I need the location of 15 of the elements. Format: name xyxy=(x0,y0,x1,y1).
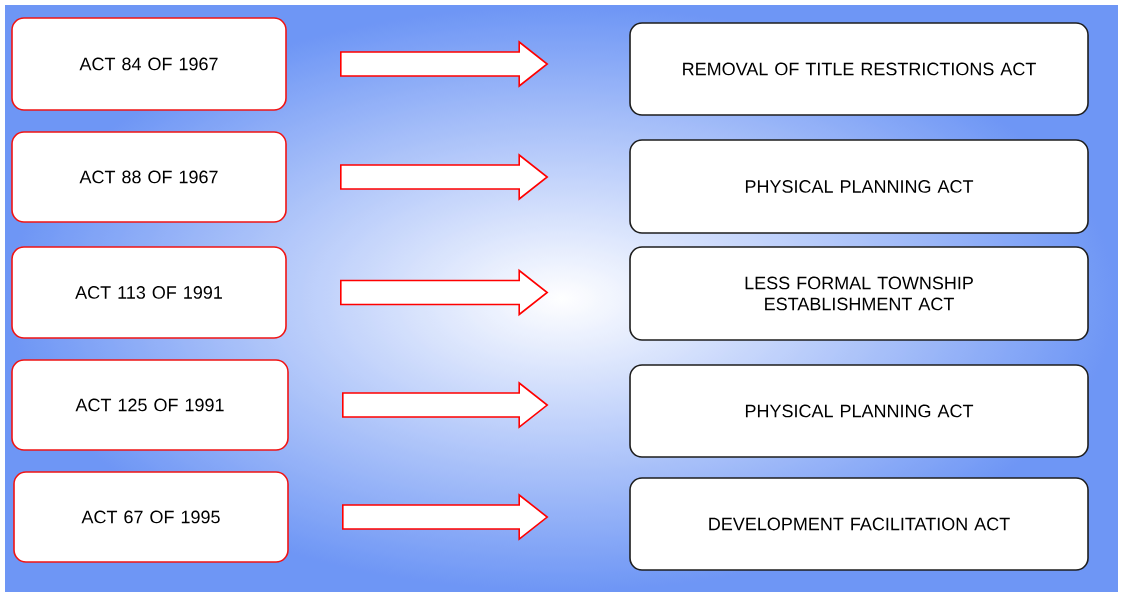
act-box: ACT 88 OF 1967 xyxy=(11,131,287,223)
act-box: DEVELOPMENT FACILITATION ACT xyxy=(629,477,1089,571)
block-arrow xyxy=(340,40,549,88)
block-arrow xyxy=(340,153,549,201)
block-arrow xyxy=(342,381,549,429)
act-box: ACT 67 OF 1995 xyxy=(13,471,289,563)
act-box: ACT 113 OF 1991 xyxy=(11,246,287,339)
block-arrow xyxy=(340,268,549,317)
act-box: ACT 125 OF 1991 xyxy=(11,359,289,451)
act-box: REMOVAL OF TITLE RESTRICTIONS ACT xyxy=(629,22,1089,116)
act-box: ACT 84 OF 1967 xyxy=(11,17,287,111)
act-box: PHYSICAL PLANNING ACT xyxy=(629,139,1089,234)
act-box: PHYSICAL PLANNING ACT xyxy=(629,364,1089,458)
block-arrow xyxy=(342,493,549,541)
act-box: LESS FORMAL TOWNSHIP ESTABLISHMENT ACT xyxy=(629,246,1089,341)
